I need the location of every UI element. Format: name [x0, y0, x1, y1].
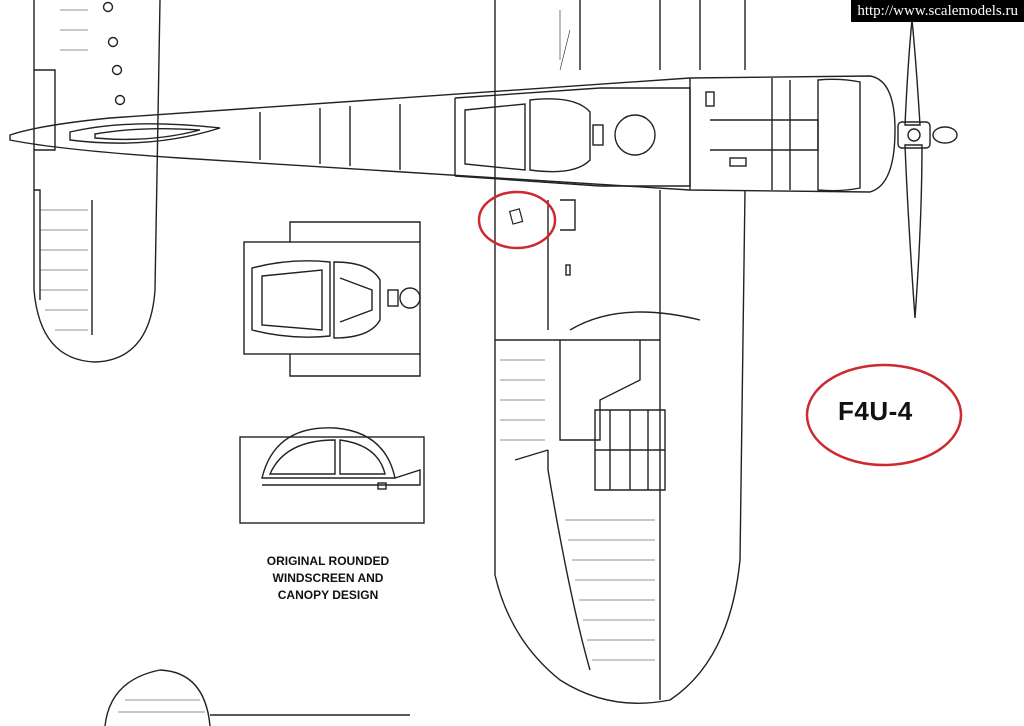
bottom-tail-partial [104, 669, 410, 726]
caption-line: WINDSCREEN AND [272, 571, 384, 585]
detail-highlight-circle [477, 190, 557, 250]
canopy-side-inset [239, 427, 425, 524]
watermark-url: http://www.scalemodels.ru [851, 0, 1024, 22]
caption-line: CANOPY DESIGN [277, 588, 379, 602]
canopy-caption: ORIGINAL ROUNDED WINDSCREEN AND CANOPY D… [238, 553, 418, 604]
model-label: F4U-4 [838, 396, 913, 426]
horizontal-stabilizer [33, 0, 161, 363]
main-wing [494, 0, 746, 704]
canopy-top-inset [243, 221, 421, 377]
caption-line: ORIGINAL ROUNDED [266, 554, 390, 568]
propeller [897, 19, 958, 319]
fuselage [9, 75, 896, 193]
model-label-circle [805, 363, 963, 467]
